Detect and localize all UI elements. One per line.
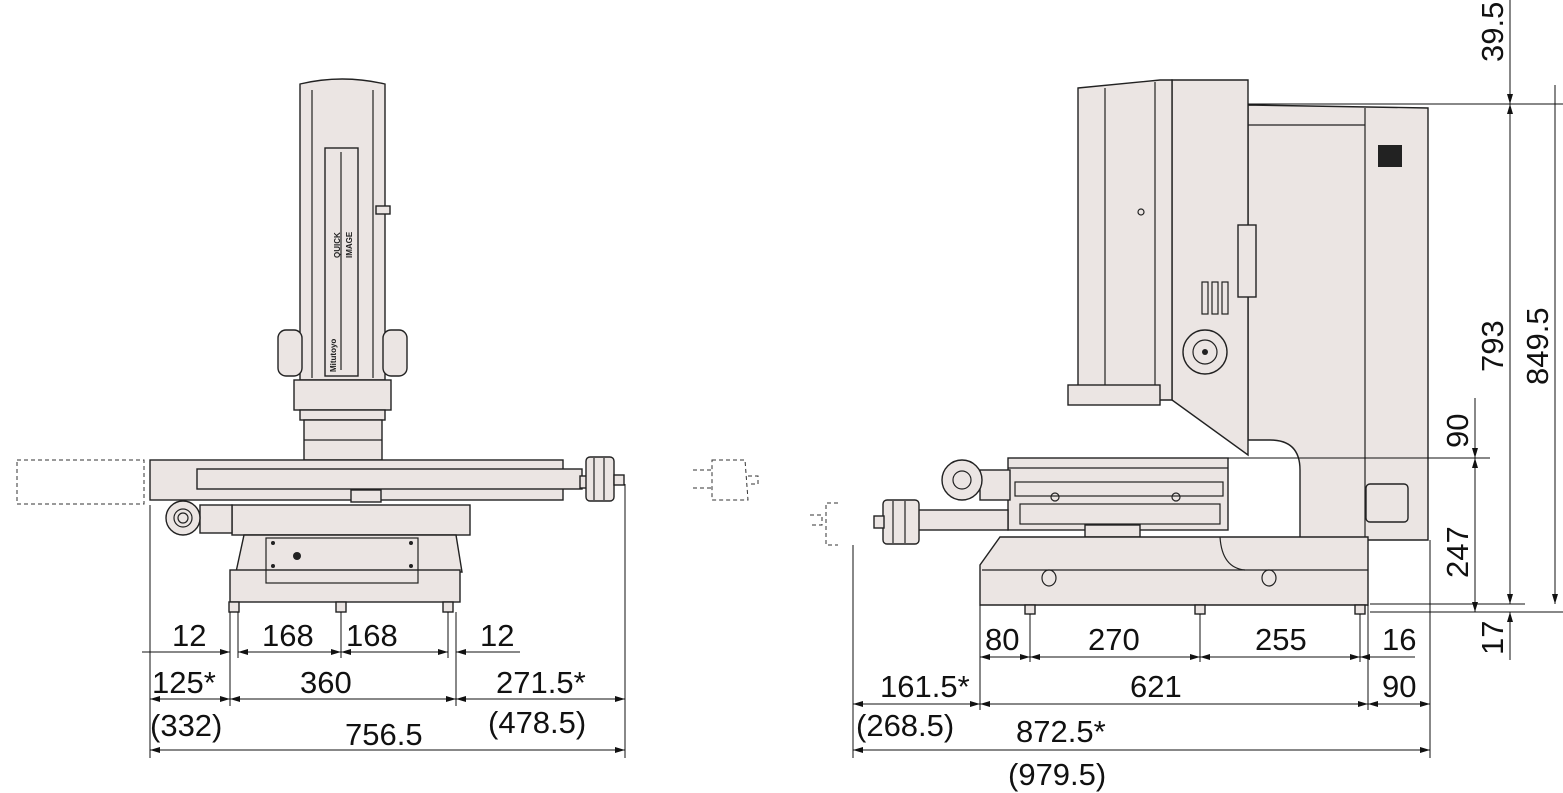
optical-head (1077, 79, 1173, 401)
base-block (979, 536, 1369, 606)
height-scale (1237, 224, 1257, 298)
dim-label: 872.5* (1016, 714, 1106, 749)
dim-label: 90 (1382, 669, 1416, 704)
dim-label: 168 (262, 618, 314, 653)
x-handwheel (882, 499, 920, 545)
dim-label: (478.5) (488, 705, 586, 740)
product-name-image: IMAGE (345, 231, 354, 258)
dim-label: 255 (1255, 622, 1307, 657)
side-dimensions: 80 270 255 16 161.5* 621 90 (268.5) 872.… (852, 0, 1563, 792)
dim-label: 12 (172, 618, 206, 653)
foot (1354, 604, 1366, 615)
dim-label: (268.5) (856, 708, 954, 743)
dim-label: 271.5* (496, 665, 586, 700)
dim-label: (332) (150, 708, 222, 743)
stage-table (1007, 457, 1229, 531)
side-frame (1067, 79, 1429, 541)
focus-knob-right (382, 329, 408, 377)
dim-label: 39.5 (1475, 2, 1510, 62)
dim-label: 360 (300, 665, 352, 700)
dim-label: 168 (346, 618, 398, 653)
dim-label: 90 (1440, 414, 1475, 448)
foot (335, 601, 347, 613)
front-view: Mitutoyo QUICK IMAGE (16, 78, 759, 758)
travel-envelope-dashed (16, 459, 145, 505)
lens-base (1067, 384, 1161, 406)
side-base (979, 536, 1369, 615)
dim-label: 247 (1440, 526, 1475, 578)
side-xy-stage (873, 457, 1229, 545)
dim-label: 756.5 (345, 717, 423, 752)
dim-label: (979.5) (1008, 757, 1106, 792)
side-view: 80 270 255 16 161.5* 621 90 (268.5) 872.… (810, 0, 1563, 792)
dim-label: 270 (1088, 622, 1140, 657)
base-block (229, 569, 461, 603)
foot (442, 601, 454, 613)
handwheel-dashed-position (693, 459, 759, 501)
focus-knob-left (277, 329, 303, 377)
front-base (228, 534, 463, 613)
handwheel-dashed-position (810, 502, 838, 546)
product-name-quick: QUICK (333, 232, 342, 258)
foot (228, 601, 240, 613)
foot (1194, 604, 1206, 615)
dim-label: 80 (985, 622, 1019, 657)
dim-label: 125* (152, 665, 216, 700)
column-arm (1247, 104, 1429, 541)
front-dimensions: 12 168 168 12 125* 360 271.5* (332) 756.… (142, 484, 626, 758)
front-column: Mitutoyo QUICK IMAGE (277, 78, 408, 461)
dim-label: 12 (480, 618, 514, 653)
dim-label: 17 (1475, 621, 1510, 655)
brand-logo: Mitutoyo (329, 339, 338, 372)
y-handwheel (941, 459, 983, 501)
front-xy-stage (149, 456, 625, 536)
foot (1024, 604, 1036, 615)
y-handwheel (165, 500, 201, 536)
x-handwheel (585, 456, 615, 502)
dim-label: 161.5* (880, 669, 970, 704)
dim-label: 793 (1475, 320, 1510, 372)
dim-label: 16 (1382, 622, 1416, 657)
dim-label: 849.5 (1520, 307, 1555, 385)
y-table (231, 504, 471, 536)
dim-label: 621 (1130, 669, 1182, 704)
